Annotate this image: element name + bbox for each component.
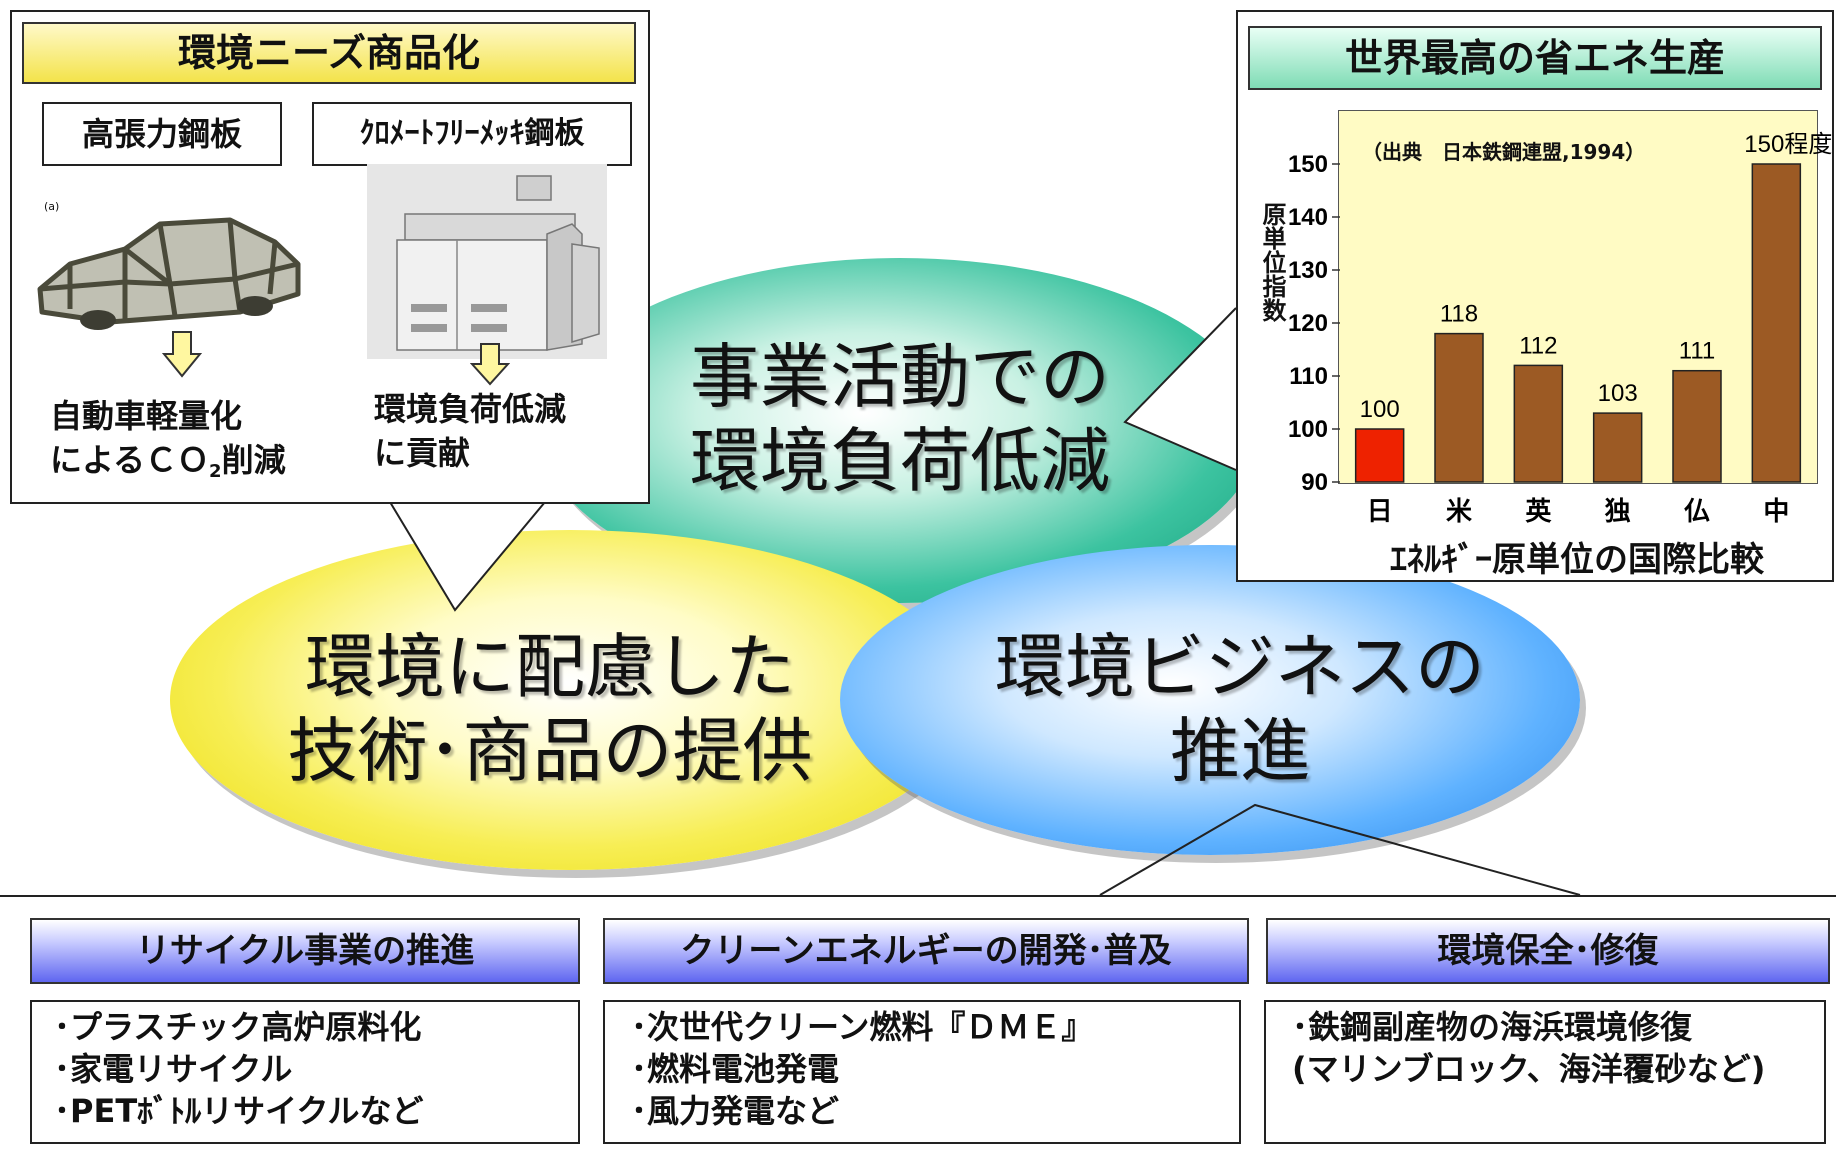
- bar-米: [1434, 332, 1484, 483]
- x-category-label: 独: [1605, 497, 1631, 527]
- car-image-label: (a): [44, 200, 60, 213]
- copier-result-line-1: 環境負荷低減: [374, 390, 567, 428]
- bar-日: [1354, 428, 1405, 483]
- down-arrow-icon: [162, 331, 202, 378]
- car-result-line-1: 自動車軽量化: [50, 397, 243, 435]
- y-tick-label: 120: [1288, 310, 1328, 337]
- bar-value-label: 112: [1519, 332, 1557, 359]
- environment-restoration-header: 環境保全･修復: [1266, 918, 1830, 984]
- y-tick-label: 130: [1288, 257, 1328, 284]
- chart-y-axis-label: 原単位指数: [1258, 202, 1286, 322]
- bar-中: [1751, 163, 1802, 483]
- list-item: ･プラスチック高炉原料化: [54, 1008, 422, 1046]
- car-lightweight-result: 自動車軽量化 によるＣＯ2削減: [50, 394, 286, 494]
- bar-value-label: 100: [1360, 396, 1400, 423]
- copier-machine-image: [367, 164, 607, 359]
- bar-value-label: 118: [1440, 301, 1478, 328]
- y-tick-label: 150: [1288, 151, 1328, 178]
- yellow-line-2: 技術･商品の提供: [287, 710, 813, 792]
- copier-result-line-2: に貢献: [374, 434, 471, 472]
- chart-plot-area: [1338, 110, 1818, 484]
- x-category-label: 日: [1367, 497, 1393, 527]
- chart-bars: 90 100 110 120 130 140 150 100 日 118 米 112 英 103 独 111 仏…: [1288, 131, 1832, 527]
- energy-chart-header: 世界最高の省エネ生産: [1248, 26, 1822, 90]
- x-category-label: 仏: [1684, 497, 1710, 527]
- blue-ellipse-text: 環境ビジネスの 推進: [960, 625, 1520, 793]
- list-item: (マリンブロック、海洋覆砂など): [1292, 1050, 1766, 1088]
- y-tick-label: 100: [1288, 416, 1328, 443]
- x-category-label: 米: [1446, 497, 1472, 527]
- bar-仏: [1672, 369, 1722, 483]
- recycling-list: ･プラスチック高炉原料化 ･家電リサイクル ･PETﾎﾞﾄﾙリサイクルなど: [30, 1000, 580, 1144]
- y-tick-label: 140: [1288, 204, 1328, 231]
- bar-value-label: 150程度: [1744, 131, 1832, 158]
- y-tick-label: 90: [1301, 469, 1328, 496]
- green-line-1: 事業活動での: [690, 336, 1110, 418]
- clean-energy-list: ･次世代クリーン燃料『ＤＭＥ』 ･燃料電池発電 ･風力発電など: [603, 1000, 1241, 1144]
- y-tick-label: 110: [1289, 363, 1328, 390]
- blue-line-2: 推進: [1170, 710, 1310, 792]
- copier-result: 環境負荷低減 に貢献: [374, 387, 566, 475]
- chart-source-note: （出典 日本鉄鋼連盟,1994）: [1362, 140, 1646, 164]
- down-arrow-icon: [470, 343, 510, 386]
- bar-独: [1592, 412, 1643, 483]
- list-item: ･PETﾎﾞﾄﾙリサイクルなど: [54, 1092, 424, 1130]
- car-body-frame-image: (a): [30, 194, 310, 344]
- list-item: ･燃料電池発電: [631, 1050, 840, 1088]
- environment-restoration-list: ･鉄鋼副産物の海浜環境修復 (マリンブロック、海洋覆砂など): [1264, 1000, 1826, 1144]
- bar-英: [1513, 364, 1564, 483]
- recycling-header: リサイクル事業の推進: [30, 918, 580, 984]
- eco-products-panel: 環境ニーズ商品化 高張力鋼板 ｸﾛﾒｰﾄﾌﾘｰﾒｯｷ鋼板 (a): [10, 10, 650, 504]
- list-item: ･次世代クリーン燃料『ＤＭＥ』: [631, 1008, 1094, 1046]
- blue-line-1: 環境ビジネスの: [995, 626, 1485, 708]
- car-result-line-2: によるＣＯ2削減: [50, 441, 286, 482]
- bar-value-label: 103: [1598, 380, 1638, 407]
- clean-energy-header: クリーンエネルギーの開発･普及: [603, 918, 1249, 984]
- bar-value-label: 111: [1679, 338, 1715, 365]
- x-category-label: 英: [1525, 497, 1552, 527]
- green-ellipse-text: 事業活動での 環境負荷低減: [640, 335, 1160, 503]
- chromate-free-steel-title: ｸﾛﾒｰﾄﾌﾘｰﾒｯｷ鋼板: [312, 102, 632, 166]
- blue-ellipse: [840, 545, 1580, 855]
- yellow-ellipse: [170, 530, 970, 870]
- list-item: ･鉄鋼副産物の海浜環境修復: [1292, 1008, 1693, 1046]
- green-line-2: 環境負荷低減: [690, 420, 1110, 502]
- chart-x-axis-title: ｴﾈﾙｷﾞｰ原単位の国際比較: [1390, 540, 1764, 580]
- list-item: ･家電リサイクル: [54, 1050, 293, 1088]
- list-item: ･風力発電など: [631, 1092, 840, 1130]
- eco-products-header: 環境ニーズ商品化: [22, 22, 636, 84]
- yellow-ellipse-text: 環境に配慮した 技術･商品の提供: [260, 625, 840, 793]
- high-tensile-steel-title: 高張力鋼板: [42, 102, 282, 166]
- energy-chart-panel: 世界最高の省エネ生産 （出典 日本鉄鋼連盟,1994） 原単位指数 90 100 1…: [1236, 10, 1834, 582]
- x-category-label: 中: [1763, 497, 1789, 527]
- yellow-line-1: 環境に配慮した: [305, 626, 795, 708]
